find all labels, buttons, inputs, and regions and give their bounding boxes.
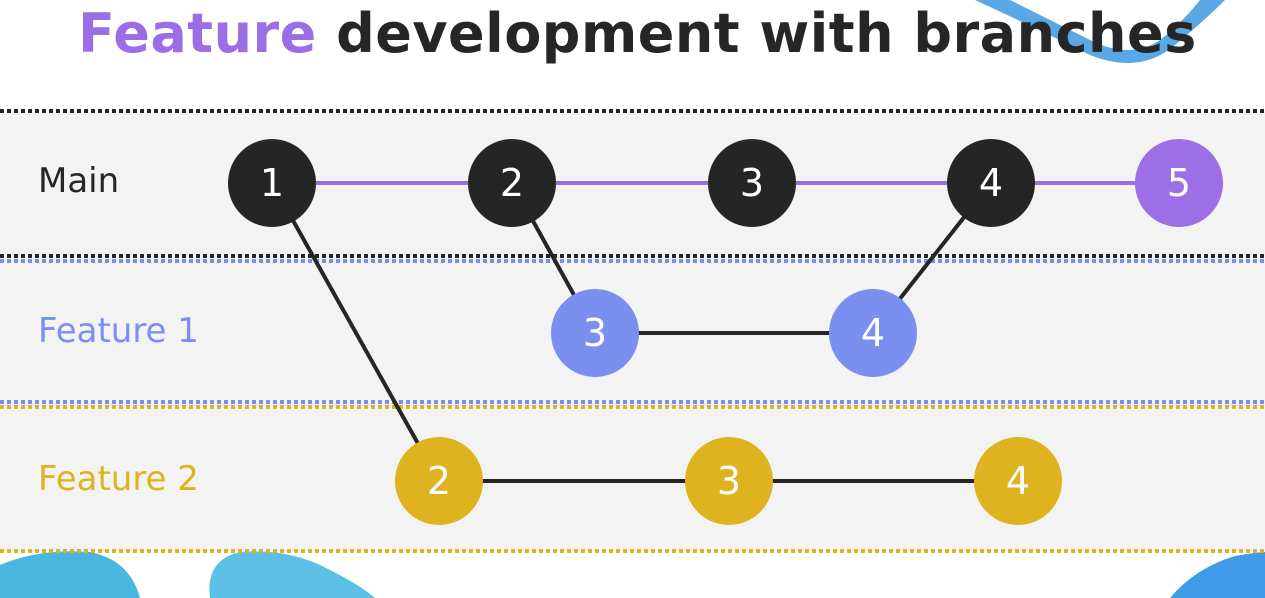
commit-label-m1: 1 (260, 161, 284, 205)
blob-bottom-left (0, 551, 140, 598)
commit-node-m3: 3 (708, 139, 796, 227)
lane-separators (0, 109, 1265, 553)
blob-bottom-right (1170, 552, 1265, 598)
title-accent: Feature (78, 2, 317, 65)
commit-circle-f2c3 (685, 437, 773, 525)
commit-circle-f1c4 (829, 289, 917, 377)
commit-circle-m3 (708, 139, 796, 227)
commit-label-f1c3: 3 (583, 311, 607, 355)
blob-bottom-center (209, 551, 375, 598)
commit-circle-m2 (468, 139, 556, 227)
commit-circle-f2c4 (974, 437, 1062, 525)
commit-label-m5: 5 (1167, 161, 1191, 205)
commit-node-m2: 2 (468, 139, 556, 227)
lane-label-feature-1: Feature 1 (38, 311, 199, 351)
commit-label-f1c4: 4 (861, 311, 885, 355)
commit-node-f1c4: 4 (829, 289, 917, 377)
commit-label-f2c3: 3 (717, 459, 741, 503)
commit-label-m4: 4 (979, 161, 1003, 205)
commit-circle-m4 (947, 139, 1035, 227)
lane-label-main: Main (38, 161, 120, 201)
commit-node-f2c2: 2 (395, 437, 483, 525)
page-title: Feature development with branches (78, 2, 1197, 65)
commit-node-f1c3: 3 (551, 289, 639, 377)
commit-label-f2c4: 4 (1006, 459, 1030, 503)
commit-node-m1: 1 (228, 139, 316, 227)
commit-label-m3: 3 (740, 161, 764, 205)
commit-circle-m1 (228, 139, 316, 227)
blob-top-right (975, 0, 1225, 63)
title-rest: development with branches (316, 2, 1197, 65)
commit-label-m2: 2 (500, 161, 524, 205)
edge-m1-f2c2 (270, 182, 441, 482)
commit-node-f2c3: 3 (685, 437, 773, 525)
commit-node-m5: 5 (1135, 139, 1223, 227)
commit-circle-m5 (1135, 139, 1223, 227)
commit-node-f2c4: 4 (974, 437, 1062, 525)
commit-nodes: 1 2 3 4 5 3 4 2 3 4 (228, 139, 1223, 525)
commit-circle-f2c2 (395, 437, 483, 525)
commit-label-f2c2: 2 (427, 459, 451, 503)
lane-label-feature-2: Feature 2 (38, 459, 199, 499)
commit-node-m4: 4 (947, 139, 1035, 227)
commit-circle-f1c3 (551, 289, 639, 377)
